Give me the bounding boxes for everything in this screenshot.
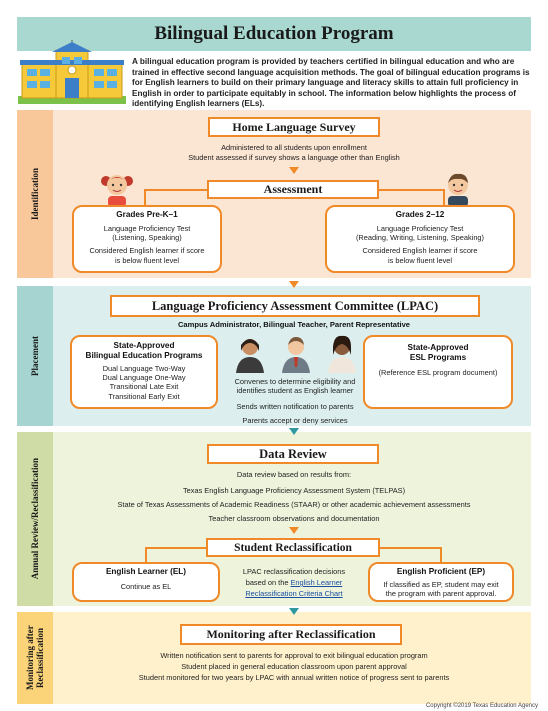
english-proficient-box: English Proficient (EP) If classified as… (368, 562, 514, 602)
english-proficient-heading: English Proficient (EP) (396, 567, 486, 576)
lpac-center-line-4: Parents accept or deny services (242, 416, 348, 425)
right-test-line-1: Language Proficiency Test (376, 224, 464, 233)
side-label-placement: Placement (17, 286, 53, 426)
reclass-center-prefix: based on the (245, 578, 291, 587)
left-note-line-2: is below fluent level (114, 255, 180, 265)
assessment-title: Assessment (207, 180, 379, 199)
reclass-center-line-1: LPAC reclassification decisions (242, 567, 346, 576)
esl-note: (Reference ESL program document) (378, 368, 498, 377)
lpac-members: Campus Administrator, Bilingual Teacher,… (177, 320, 411, 329)
right-note-line-1: Considered English learner if score (362, 246, 478, 256)
school-building-icon (18, 40, 126, 104)
side-label-identification: Identification (17, 110, 53, 278)
arrow-down-icon (289, 527, 299, 534)
page-title: Bilingual Education Program (154, 23, 394, 44)
data-review-title: Data Review (207, 444, 379, 464)
reclass-center-line-2: based on the English Learner (222, 577, 366, 588)
left-test-line-1: Language Proficiency Test (103, 224, 191, 233)
program-item: Transitional Early Exit (108, 391, 180, 401)
grades-prek-1-heading: Grades Pre-K–1 (116, 210, 178, 219)
data-review-line-1: Data review based on results from: (236, 470, 352, 479)
home-language-survey-title: Home Language Survey (208, 117, 380, 137)
bilingual-heading-1: State-Approved (113, 341, 175, 350)
left-note-line-1: Considered English learner if score (89, 246, 205, 256)
english-learner-box: English Learner (EL) Continue as EL (72, 562, 220, 602)
student-reclassification-title: Student Reclassification (206, 538, 380, 557)
english-learner-note: Continue as EL (120, 582, 172, 591)
committee-people-icon (236, 335, 356, 373)
reclassification-criteria-link[interactable]: English Learner (290, 578, 343, 587)
esl-programs-box: State-Approved ESL Programs (Reference E… (363, 335, 513, 409)
side-label-monitoring: Monitoring after Reclassification (17, 612, 53, 704)
monitoring-line-2: Student placed in general education clas… (181, 662, 407, 671)
side-label-annual-review: Annual Review/Reclassification (17, 432, 53, 606)
intro-paragraph: A bilingual education program is provide… (132, 57, 530, 109)
home-survey-line-1: Administered to all students upon enroll… (221, 143, 367, 152)
program-item: Transitional Late Exit (109, 382, 179, 392)
data-review-line-2: Texas English Language Proficiency Asses… (182, 486, 406, 495)
arrow-down-icon (289, 428, 299, 435)
left-test-line-2: (Listening, Speaking) (112, 233, 182, 243)
reclass-connector-left (145, 547, 206, 563)
bilingual-programs-box: State-Approved Bilingual Education Progr… (70, 335, 218, 409)
title-bar: Bilingual Education Program (17, 17, 531, 51)
right-test-line-2: (Reading, Writing, Listening, Speaking) (355, 233, 485, 243)
lpac-center-line-3: Sends written notification to parents (236, 402, 354, 411)
student-boy-icon (448, 173, 468, 207)
english-learner-heading: English Learner (EL) (105, 567, 187, 576)
arrow-down-icon (289, 281, 299, 288)
esl-heading-1: State-Approved (407, 343, 469, 352)
bilingual-heading-2: Bilingual Education Programs (85, 351, 203, 360)
english-proficient-line-1: If classified as EP, student may exit (383, 580, 499, 589)
monitoring-title: Monitoring after Reclassification (180, 624, 402, 645)
english-proficient-line-2: the program with parent approval. (385, 589, 497, 599)
assessment-connector-right (379, 189, 445, 205)
right-note-line-2: is below fluent level (387, 255, 453, 265)
monitoring-line-3: Student monitored for two years by LPAC … (138, 673, 450, 682)
lpac-center-line-1: Convenes to determine eligibility and (234, 377, 356, 386)
grades-2-12-box: Grades 2–12 Language Proficiency Test (R… (325, 205, 515, 273)
grades-2-12-heading: Grades 2–12 (395, 210, 445, 219)
program-item: Dual Language One-Way (102, 373, 186, 383)
lpac-center-line-2: identifies student as English learner (236, 386, 354, 395)
data-review-line-4: Teacher classroom observations and docum… (208, 514, 380, 523)
data-review-line-3: State of Texas Assessments of Academic R… (117, 500, 471, 509)
esl-heading-2: ESL Programs (409, 353, 467, 362)
arrow-down-icon (289, 167, 299, 174)
monitoring-line-1: Written notification sent to parents for… (160, 651, 428, 660)
reclass-center: LPAC reclassification decisions based on… (222, 566, 366, 599)
reclass-connector-right (380, 547, 442, 563)
grades-prek-1-box: Grades Pre-K–1 Language Proficiency Test… (72, 205, 222, 273)
arrow-down-icon (289, 608, 299, 615)
student-girl-icon (101, 175, 133, 207)
home-survey-line-2: Student assessed if survey shows a langu… (188, 153, 400, 162)
lpac-title: Language Proficiency Assessment Committe… (110, 295, 480, 317)
program-item: Dual Language Two-Way (102, 364, 186, 373)
copyright: Copyright ©2019 Texas Education Agency (425, 703, 538, 709)
assessment-connector-left (144, 189, 207, 205)
reclassification-criteria-link[interactable]: Reclassification Criteria Chart (245, 589, 343, 598)
